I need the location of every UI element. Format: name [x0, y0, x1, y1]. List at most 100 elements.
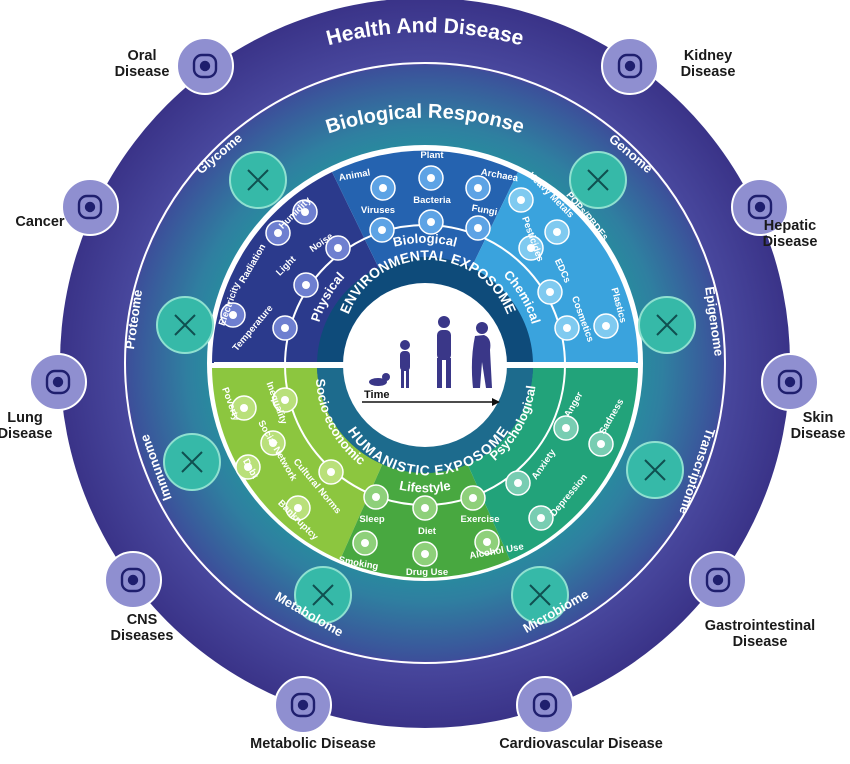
- microbe-icon-shape: [529, 584, 551, 606]
- heart-icon: [532, 692, 558, 718]
- disease-label-line: Skin: [802, 410, 834, 426]
- item-icon-glyph: [361, 539, 369, 547]
- horizontal-divider: [214, 362, 636, 368]
- glycan-icon: [247, 169, 269, 191]
- item-lifestyle-0: Sleep: [359, 484, 389, 525]
- item-icon-glyph: [527, 244, 535, 252]
- kidney-icon-dot: [624, 60, 636, 72]
- disease-label-line: Kidney: [683, 48, 733, 64]
- item-label: Fungi: [471, 203, 498, 218]
- antibody-icon: [181, 451, 203, 473]
- rna-icon-shape: [644, 459, 666, 481]
- disease-cancer: [61, 178, 119, 236]
- weighing-scale-icon-shape: [290, 692, 316, 718]
- disease-skin: [761, 353, 819, 411]
- weighing-scale-icon: [290, 692, 316, 718]
- disease-cns: [104, 551, 162, 609]
- disease-label-line: Disease: [790, 426, 846, 442]
- disease-cardio: [516, 676, 574, 734]
- dna-icon-shape: [587, 169, 609, 191]
- item-icon-glyph: [562, 424, 570, 432]
- disease-label-cancer: Cancer: [0, 214, 100, 230]
- item-icon-glyph: [517, 196, 525, 204]
- item-icon-glyph: [378, 226, 386, 234]
- item-biological-0: Animal: [338, 167, 396, 201]
- item-label: Exercise: [460, 514, 499, 525]
- item-icon-glyph: [281, 396, 289, 404]
- disease-label-line: Disease: [762, 234, 818, 250]
- metabolite-network-icon-shape: [312, 584, 334, 606]
- item-icon-glyph: [244, 463, 252, 471]
- item-icon-glyph: [421, 550, 429, 558]
- cancer-cell-icon-dot: [84, 201, 96, 213]
- disease-lung: [29, 353, 87, 411]
- item-label: Sleep: [359, 514, 385, 525]
- item-icon-glyph: [281, 324, 289, 332]
- glycan-icon-shape: [247, 169, 269, 191]
- tooth-icon-shape: [192, 53, 218, 79]
- disease-label-line: Lung: [7, 410, 43, 426]
- item-icon-glyph: [372, 493, 380, 501]
- methylated-dna-icon-shape: [656, 314, 678, 336]
- antibody-icon-shape: [181, 451, 203, 473]
- disease-metabolic: [274, 676, 332, 734]
- item-lifestyle-2: Exercise: [460, 485, 500, 525]
- item-icon-glyph: [483, 538, 491, 546]
- item-icon-glyph: [514, 479, 522, 487]
- skin-icon-dot: [784, 376, 796, 388]
- item-biological-1: Plant: [418, 150, 444, 191]
- disease-label-line: Diseases: [110, 628, 174, 644]
- tooth-icon-dot: [199, 60, 211, 72]
- kidney-icon: [617, 53, 643, 79]
- item-label: Diet: [418, 526, 437, 537]
- disease-label-line: CNS: [126, 612, 158, 628]
- item-label: Viruses: [361, 205, 395, 216]
- intestine-icon: [705, 567, 731, 593]
- heart-icon-dot: [539, 699, 551, 711]
- disease-label-line: Disease: [0, 426, 53, 442]
- disease-label-line: Disease: [114, 64, 170, 80]
- microbe-icon: [529, 584, 551, 606]
- item-socio-4: Debt: [235, 454, 261, 481]
- liver-icon-dot: [754, 201, 766, 213]
- outer-ring-divider: [124, 62, 726, 664]
- skin-icon: [777, 369, 803, 395]
- tooth-icon: [192, 53, 218, 79]
- human-growth-icon: [369, 316, 492, 388]
- item-icon-glyph: [229, 311, 237, 319]
- intestine-icon-shape: [705, 567, 731, 593]
- disease-kidney: [601, 37, 659, 95]
- rna-icon: [644, 459, 666, 481]
- liver-icon: [747, 194, 773, 220]
- metabolite-network-icon: [312, 584, 334, 606]
- item-biological-4: Bacteria: [413, 195, 451, 235]
- item-icon-glyph: [334, 244, 342, 252]
- disease-label-line: Hepatic: [763, 218, 817, 234]
- disease-hepatic: [731, 178, 789, 236]
- protein-icon-shape: [174, 314, 196, 336]
- biological-title: Biological: [392, 231, 459, 250]
- time-label: Time: [364, 389, 389, 401]
- item-icon-glyph: [537, 514, 545, 522]
- item-icon-glyph: [294, 504, 302, 512]
- methylated-dna-icon: [656, 314, 678, 336]
- item-icon-glyph: [379, 184, 387, 192]
- item-biological-5: Fungi: [465, 203, 498, 241]
- item-icon-glyph: [546, 288, 554, 296]
- item-label: Animal: [338, 167, 371, 183]
- item-icon-glyph: [427, 218, 435, 226]
- item-icon-glyph: [469, 494, 477, 502]
- disease-oral: [176, 37, 234, 95]
- item-icon-glyph: [597, 440, 605, 448]
- liver-icon-shape: [747, 194, 773, 220]
- disease-label-line: Disease: [732, 634, 788, 650]
- disease-label-line: Cardiovascular Disease: [499, 736, 663, 752]
- item-lifestyle-1: Diet: [412, 495, 438, 537]
